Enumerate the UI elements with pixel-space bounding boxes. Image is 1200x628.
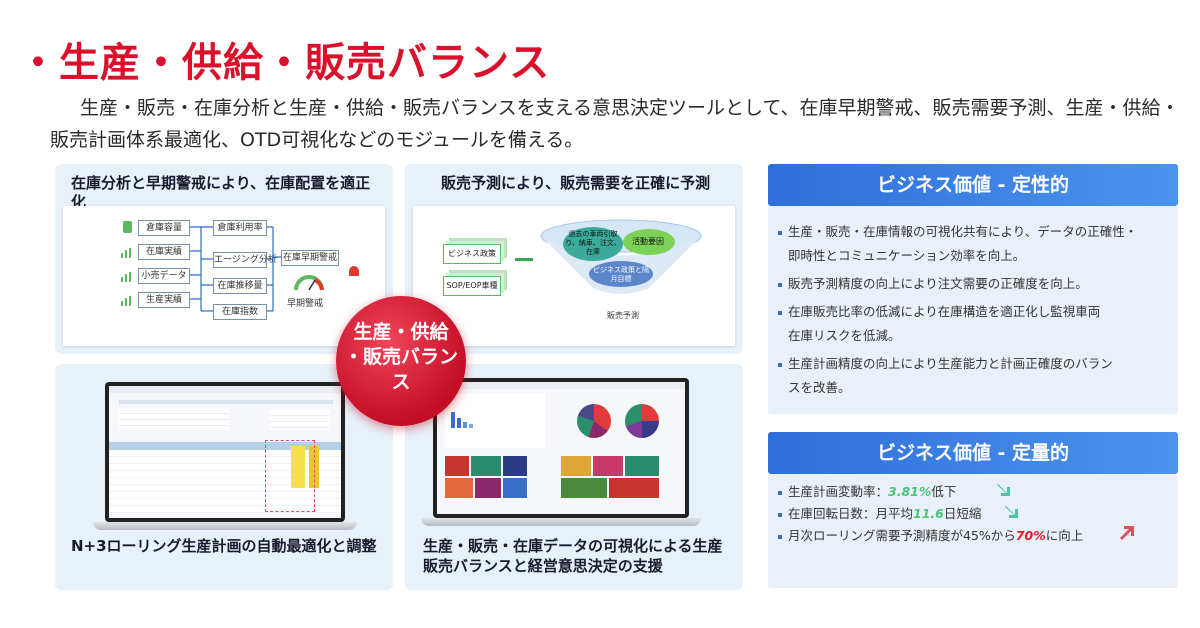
warehouse-icon [123,221,132,233]
funnel-label-activity: 活動要因 [632,237,664,246]
funnel-label-history: 過去の車両引取り、納車、注文、在庫 [565,230,621,256]
qualitative-item: 在庫販売比率の低減により在庫構造を適正化し監視車両 [778,300,1100,324]
card-sales-forecast: 販売予測により、販売需要を正確に予測 ビジネス政策 SOP/EOP車種 過去の車… [405,164,743,354]
quantitative-item-3: 月次ローリング需要予測精度が45%から70%に向上 [778,524,1083,548]
metric-value: 70% [1015,528,1046,543]
flow-output-warning: 在庫早期警戒 [281,250,339,266]
laptop-base [421,518,701,526]
doc-label: SOP/EOP車種 [446,281,498,290]
flow-connectors [190,226,281,312]
bullet-icon [778,490,782,495]
page-title: ・生産・供給・販売バランス [18,40,551,86]
bar-chart-icon [121,248,135,258]
center-badge-line3: ス [391,371,411,393]
flow-input-production: 生産実績 [138,292,190,308]
quantitative-item-2: 在庫回転日数：月平均11.6日短縮 [778,502,981,526]
laptop-base [93,522,357,530]
intro-text: 生産・販売・在庫分析と生産・供給・販売バランスを支える意思決定ツールとして、在庫… [50,97,1180,151]
bullet-icon [778,310,782,315]
bar-chart-icon [121,272,135,282]
qualitative-header: ビジネス価値 - 定性的 [768,164,1178,206]
flow-mid-index: 在庫指数 [213,304,267,320]
qualitative-item: 販売予測精度の向上により注文需要の正確度を向上。 [778,272,1088,296]
center-badge: 生産・供給 ・販売バラン ス [336,296,466,426]
bullet-icon [778,512,782,517]
bar-chart-icon [121,296,135,306]
laptop-screen [105,382,345,522]
gauge-icon [294,275,324,291]
quantitative-item-1: 生産計画変動率：3.81%低下 [778,480,956,504]
dashboard-screenshot [437,382,685,514]
card-title: 販売予測により、販売需要を正確に予測 [441,174,711,192]
card-rolling-plan: N+3ローリング生産計画の自動最適化と調整 [55,364,393,590]
metric-value: 3.81% [888,484,932,499]
card-visualization: 生産・販売・在庫データの可視化による生産販売バランスと経営意思決定の支援 [405,364,743,590]
arrow-right-icon [515,258,533,261]
qualitative-item-cont: スを改善。 [788,380,851,395]
qualitative-item: 生産計画精度の向上により生産能力と計画正確度のバラン [778,352,1113,376]
doc-stack-1: ビジネス政策 [443,244,501,264]
qualitative-panel: 生産・販売・在庫情報の可視化共有により、データの正確性・ 即時性とコミュニケーシ… [768,206,1178,414]
doc-stack-2: SOP/EOP車種 [443,276,501,296]
flow-diagram: 倉庫容量 在庫実績 小売データ 生産実績 倉庫利用率 エージング分析 在庫推移量… [63,206,385,346]
flow-mid-movement: 在庫推移量 [213,278,267,294]
center-badge-line1: 生産・供給 [353,321,449,343]
bullet-icon [778,534,782,539]
metric-value: 11.6 [913,506,944,521]
funnel-graphic [540,219,702,294]
flow-input-inventory: 在庫実績 [138,244,190,260]
flow-input-capacity: 倉庫容量 [138,220,190,236]
quantitative-panel: 生産計画変動率：3.81%低下 在庫回転日数：月平均11.6日短縮 月次ローリン… [768,474,1178,588]
flow-input-retail: 小売データ [138,268,190,284]
alarm-icon [349,266,359,276]
card-title: 生産・販売・在庫データの可視化による生産販売バランスと経営意思決定の支援 [423,537,723,575]
funnel-label-policy: ビジネス政策と隔月目標 [593,266,649,283]
funnel-output-label: 販売予測 [607,311,639,320]
bullet-icon [778,282,782,287]
gauge-label: 早期警戒 [287,299,324,309]
quantitative-header: ビジネス価値 - 定量的 [768,432,1178,474]
flow-mid-aging: エージング分析 [213,252,277,268]
qualitative-item: 生産・販売・在庫情報の可視化共有により、データの正確性・ [778,220,1137,244]
plan-table-screenshot [109,386,341,518]
qualitative-item-cont: 即時性とコミュニケーション効率を向上。 [788,248,1026,263]
card-inventory-analysis: 在庫分析と早期警戒により、在庫配置を適正化 倉庫容量 在庫実績 小売データ 生産… [55,164,393,354]
center-badge-line2: ・販売バラン [343,346,458,368]
arrow-down-icon [997,484,1010,496]
card-title: N+3ローリング生産計画の自動最適化と調整 [71,537,377,555]
qualitative-item-cont: 在庫リスクを低減。 [788,328,901,343]
arrow-down-icon [1005,506,1018,518]
bullet-icon [778,362,782,367]
forecast-diagram: ビジネス政策 SOP/EOP車種 過去の車両引取り、納車、注文、在庫 活動要因 … [413,206,735,346]
laptop-screen [433,378,689,518]
arrow-up-icon [1120,526,1134,540]
doc-label: ビジネス政策 [448,249,496,258]
flow-mid-utilization: 倉庫利用率 [213,220,267,236]
bullet-icon [778,230,782,235]
